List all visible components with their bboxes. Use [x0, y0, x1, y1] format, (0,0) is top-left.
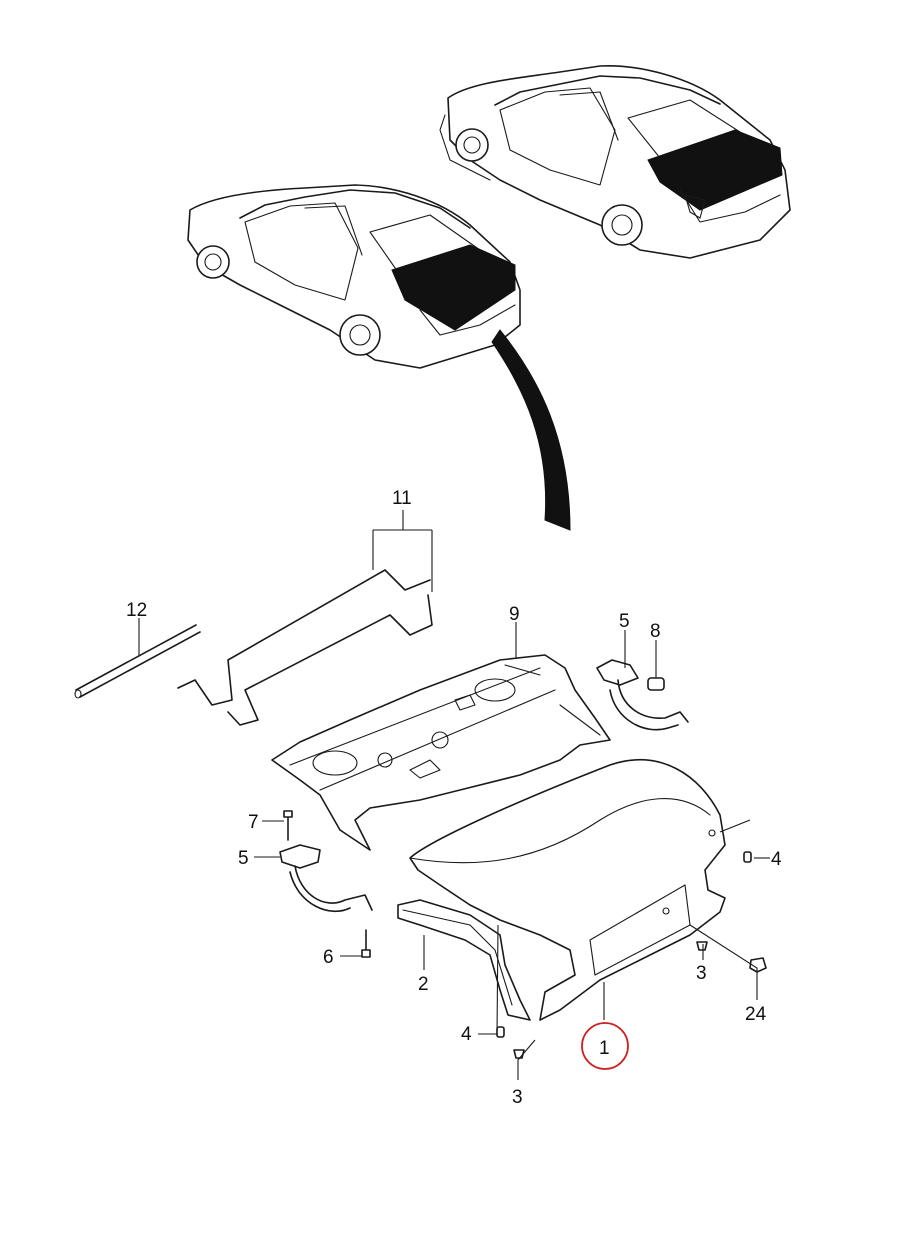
label-7: 7 [248, 812, 259, 833]
part-9-package-tray [271, 654, 611, 851]
highlight-circle [581, 1022, 629, 1070]
part-12-rod [74, 624, 201, 699]
label-9: 9 [509, 604, 520, 625]
part-6-bolt [361, 929, 371, 958]
label-8: 8 [650, 621, 661, 642]
label-4-left: 4 [461, 1024, 472, 1045]
part-4-clip-right [743, 851, 752, 863]
car-top-view-right [439, 65, 791, 259]
car-top-view-left [187, 184, 521, 369]
label-4-right: 4 [771, 849, 782, 870]
part-7-bolt [283, 810, 293, 841]
label-24: 24 [745, 1004, 767, 1025]
label-6: 6 [323, 947, 334, 968]
label-5-right: 5 [619, 611, 630, 632]
part-2-weatherstrip [397, 899, 531, 1021]
part-1-trunk-lid [409, 759, 726, 1021]
label-12: 12 [126, 600, 147, 621]
part-5-hinge-right [596, 659, 689, 731]
part-5-hinge-left [279, 844, 373, 913]
part-3-fastener-right [696, 941, 708, 951]
label-1: 1 [599, 1038, 610, 1059]
part-24-bumper [749, 957, 767, 973]
part-4-clip-left [496, 1026, 505, 1038]
label-3-left: 3 [512, 1087, 523, 1108]
label-5-left: 5 [238, 848, 249, 869]
label-11: 11 [392, 488, 412, 509]
pointer-arrow [491, 329, 571, 531]
part-11-torsion-bars [177, 569, 433, 726]
part-8-bumper [647, 677, 665, 691]
label-3-right: 3 [696, 963, 707, 984]
label-2: 2 [418, 974, 429, 995]
leader-lines [138, 510, 770, 1080]
